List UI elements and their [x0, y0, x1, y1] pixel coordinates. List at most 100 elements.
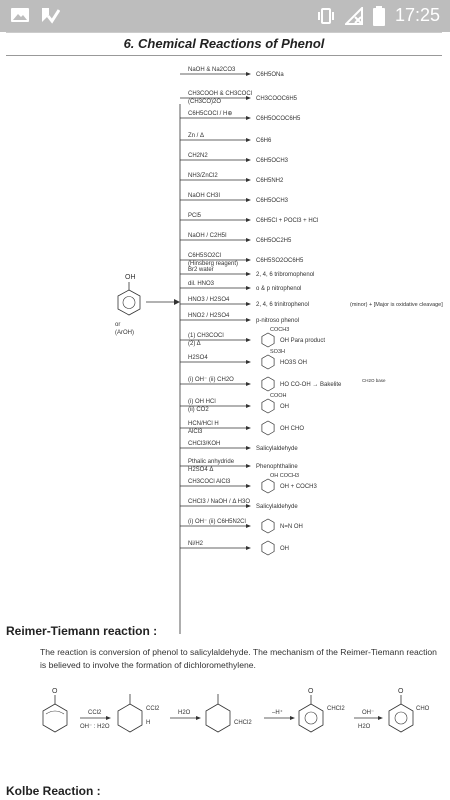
reaction-reagent: (1) CH3COCl	[188, 333, 224, 339]
reaction-product: OH	[280, 404, 289, 410]
arrow-head	[246, 286, 251, 290]
reaction-reagent: (i) OH⁻ (ii) CH2O	[188, 377, 234, 383]
arrow-head	[246, 318, 251, 322]
reaction-product: C6H5OCOC6H5	[256, 116, 301, 122]
reaction-product: Phenophthaline	[256, 464, 298, 470]
reaction-product: CH3COOC6H5	[256, 96, 298, 102]
status-left-icons	[10, 6, 60, 24]
reaction-product: C6H5NH2	[256, 178, 284, 184]
reaction-reagent: dil. HNO3	[188, 281, 215, 287]
reaction-reagent: HNO3 / H2SO4	[188, 297, 230, 303]
reimer-heading: Reimer-Tiemann reaction :	[6, 624, 158, 638]
section-title: 6. Chemical Reactions of Phenol	[123, 36, 325, 51]
arrow-head	[246, 302, 251, 306]
mech-label-ccl2: CCl2	[146, 706, 160, 712]
reaction-product: OH Para product	[280, 338, 325, 344]
arrow-head	[246, 178, 251, 182]
reaction-reagent: NaOH / C2H5I	[188, 233, 227, 239]
reaction-reagent: H2SO4	[188, 355, 208, 361]
reaction-product: C6H5OCH3	[256, 158, 289, 164]
product-ring	[261, 540, 275, 556]
phenoxide-structure: O	[42, 688, 68, 733]
arrow-head	[246, 382, 251, 386]
reaction-product: Salicylaldehyde	[256, 504, 298, 510]
intermediate-1-structure: CCl2 H	[117, 694, 160, 733]
battery-icon	[372, 5, 385, 26]
no-signal-icon	[344, 6, 363, 25]
reaction-product: C6H5SO2OC6H5	[256, 258, 304, 264]
reaction-reagent: NaOH & Na2CO3	[188, 67, 236, 73]
reaction-reagent: Ni/H2	[188, 541, 204, 547]
arrow-head	[246, 72, 251, 76]
product-substituent: COCH3	[270, 327, 289, 333]
mech-reagent-4b: H2O	[358, 724, 371, 730]
reaction-reagent: H2SO4 Δ	[188, 467, 213, 473]
arrow-head	[246, 484, 251, 488]
phenol-formula: or(ArOH)	[115, 322, 134, 336]
reaction-product: p-nitroso phenol	[256, 318, 299, 324]
arrow-head	[246, 464, 251, 468]
arrow-head	[246, 238, 251, 242]
section-title-box: 6. Chemical Reactions of Phenol	[6, 32, 442, 56]
reaction-reagent: C6H5COCl / H⊕	[188, 111, 232, 117]
reaction-product: OH + COCH3	[280, 484, 318, 490]
kolbe-heading: Kolbe Reaction :	[6, 784, 101, 798]
reaction-reagent: (2) Δ	[188, 341, 201, 347]
app-check-icon	[42, 8, 60, 24]
phenol-oh-label: OH	[125, 274, 136, 281]
arrow-head	[246, 446, 251, 450]
reaction-scheme: OH or(ArOH) NaOH & Na2CO3C6H5ONaCH3COOH …	[115, 67, 443, 634]
arrow-head	[246, 360, 251, 364]
status-bar: 17:25	[0, 0, 450, 32]
reaction-product: HO CO-OH → Bakelite	[280, 382, 342, 388]
reaction-note: (minor) + [Major is oxidative cleavage]	[350, 302, 443, 308]
reaction-product: HO3S OH	[280, 360, 307, 366]
vibrate-icon	[317, 7, 334, 24]
reaction-product: C6H6	[256, 138, 272, 144]
arrow-head	[246, 218, 251, 222]
reaction-product: C6H5OCH3	[256, 198, 289, 204]
mech-reagent-3: –H⁺	[272, 709, 283, 716]
mech-label-cho: CHO	[416, 706, 430, 712]
product-substituent: COOH	[270, 393, 287, 399]
mech-label-chcl2-a: CHCl2	[234, 720, 252, 726]
arrow-head	[246, 198, 251, 202]
reaction-reagent: (ii) CO2	[188, 407, 209, 413]
mech-label-h: H	[146, 720, 150, 726]
reaction-product: OH	[280, 546, 289, 552]
product-ring	[261, 332, 275, 348]
reaction-reagent: Pthalic anhydride	[188, 459, 235, 465]
reaction-product: Salicylaldehyde	[256, 446, 298, 452]
mech-reagent-1b: OH⁻ : H2O	[80, 724, 110, 730]
status-right-icons: 17:25	[317, 5, 440, 26]
reaction-reagent: (i) OH HCl	[188, 399, 216, 405]
svg-text:O: O	[52, 688, 58, 695]
reaction-reagent: Zn / Δ	[188, 133, 204, 139]
product-substituent: SO3H	[270, 349, 285, 355]
product-ring	[261, 478, 275, 494]
reaction-product: C6H5ONa	[256, 72, 284, 78]
reaction-reagent: CH2N2	[188, 153, 208, 159]
arrow-head	[246, 96, 251, 100]
reaction-reagent: (i) OH⁻ (ii) C6H5N2Cl	[188, 519, 246, 525]
svg-text:O: O	[308, 688, 314, 695]
product-ring	[261, 376, 275, 392]
product-ring	[261, 354, 275, 370]
reaction-reagent: CHCl3/KOH	[188, 441, 220, 447]
reimer-description: The reaction is conversion of phenol to …	[40, 647, 437, 670]
arrow-head	[246, 138, 251, 142]
arrow-head	[246, 426, 251, 430]
reaction-product: C6H5OC2H5	[256, 238, 292, 244]
arrow-head	[246, 524, 251, 528]
arrow-head	[246, 546, 251, 550]
reaction-reagent: Br2 water	[188, 267, 214, 273]
arrow-head	[246, 404, 251, 408]
arrow-head	[246, 272, 251, 276]
arrow-head	[246, 116, 251, 120]
document-page[interactable]: 6. Chemical Reactions of Phenol OH or(Ar…	[0, 32, 450, 800]
reimer-mechanism: O CCl2 OH⁻ : H2O CCl2 H H2O CHCl2 –H⁺	[42, 688, 430, 733]
reaction-reagent: CHCl3 / NaOH / Δ H3O	[188, 499, 250, 505]
arrow-head	[246, 338, 251, 342]
reaction-reagent: NaOH CH3I	[188, 193, 220, 199]
image-icon	[11, 8, 29, 22]
